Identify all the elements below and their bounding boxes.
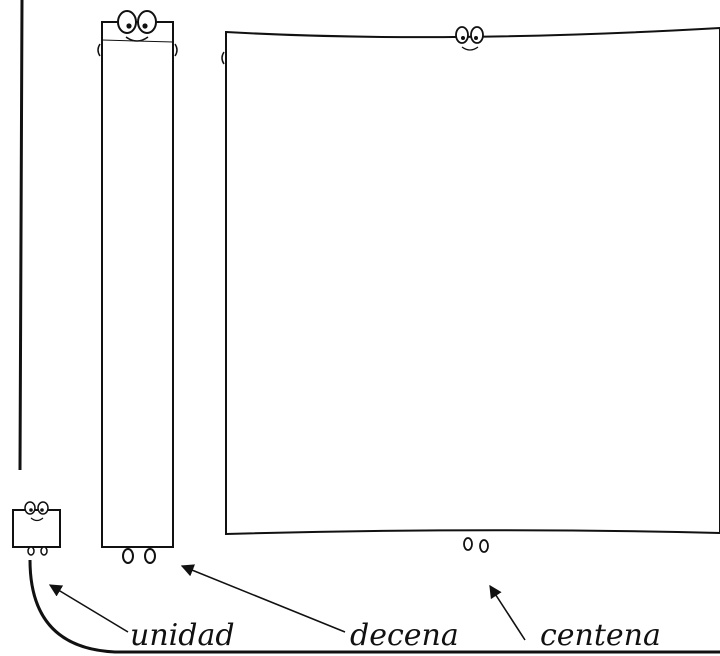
- label-decena: decena: [350, 618, 459, 653]
- centena-feet: [464, 538, 488, 552]
- arrow-centena: [490, 586, 525, 640]
- unidad-feet: [28, 547, 47, 555]
- centena-block: [222, 27, 720, 552]
- arrow-unidad: [50, 585, 128, 632]
- centena-side-hand: [222, 52, 224, 64]
- label-unidad: unidad: [130, 618, 235, 653]
- label-centena: centena: [540, 618, 661, 653]
- decena-feet: [123, 549, 155, 563]
- decena-block: [98, 11, 177, 563]
- unidad-block: [13, 502, 60, 555]
